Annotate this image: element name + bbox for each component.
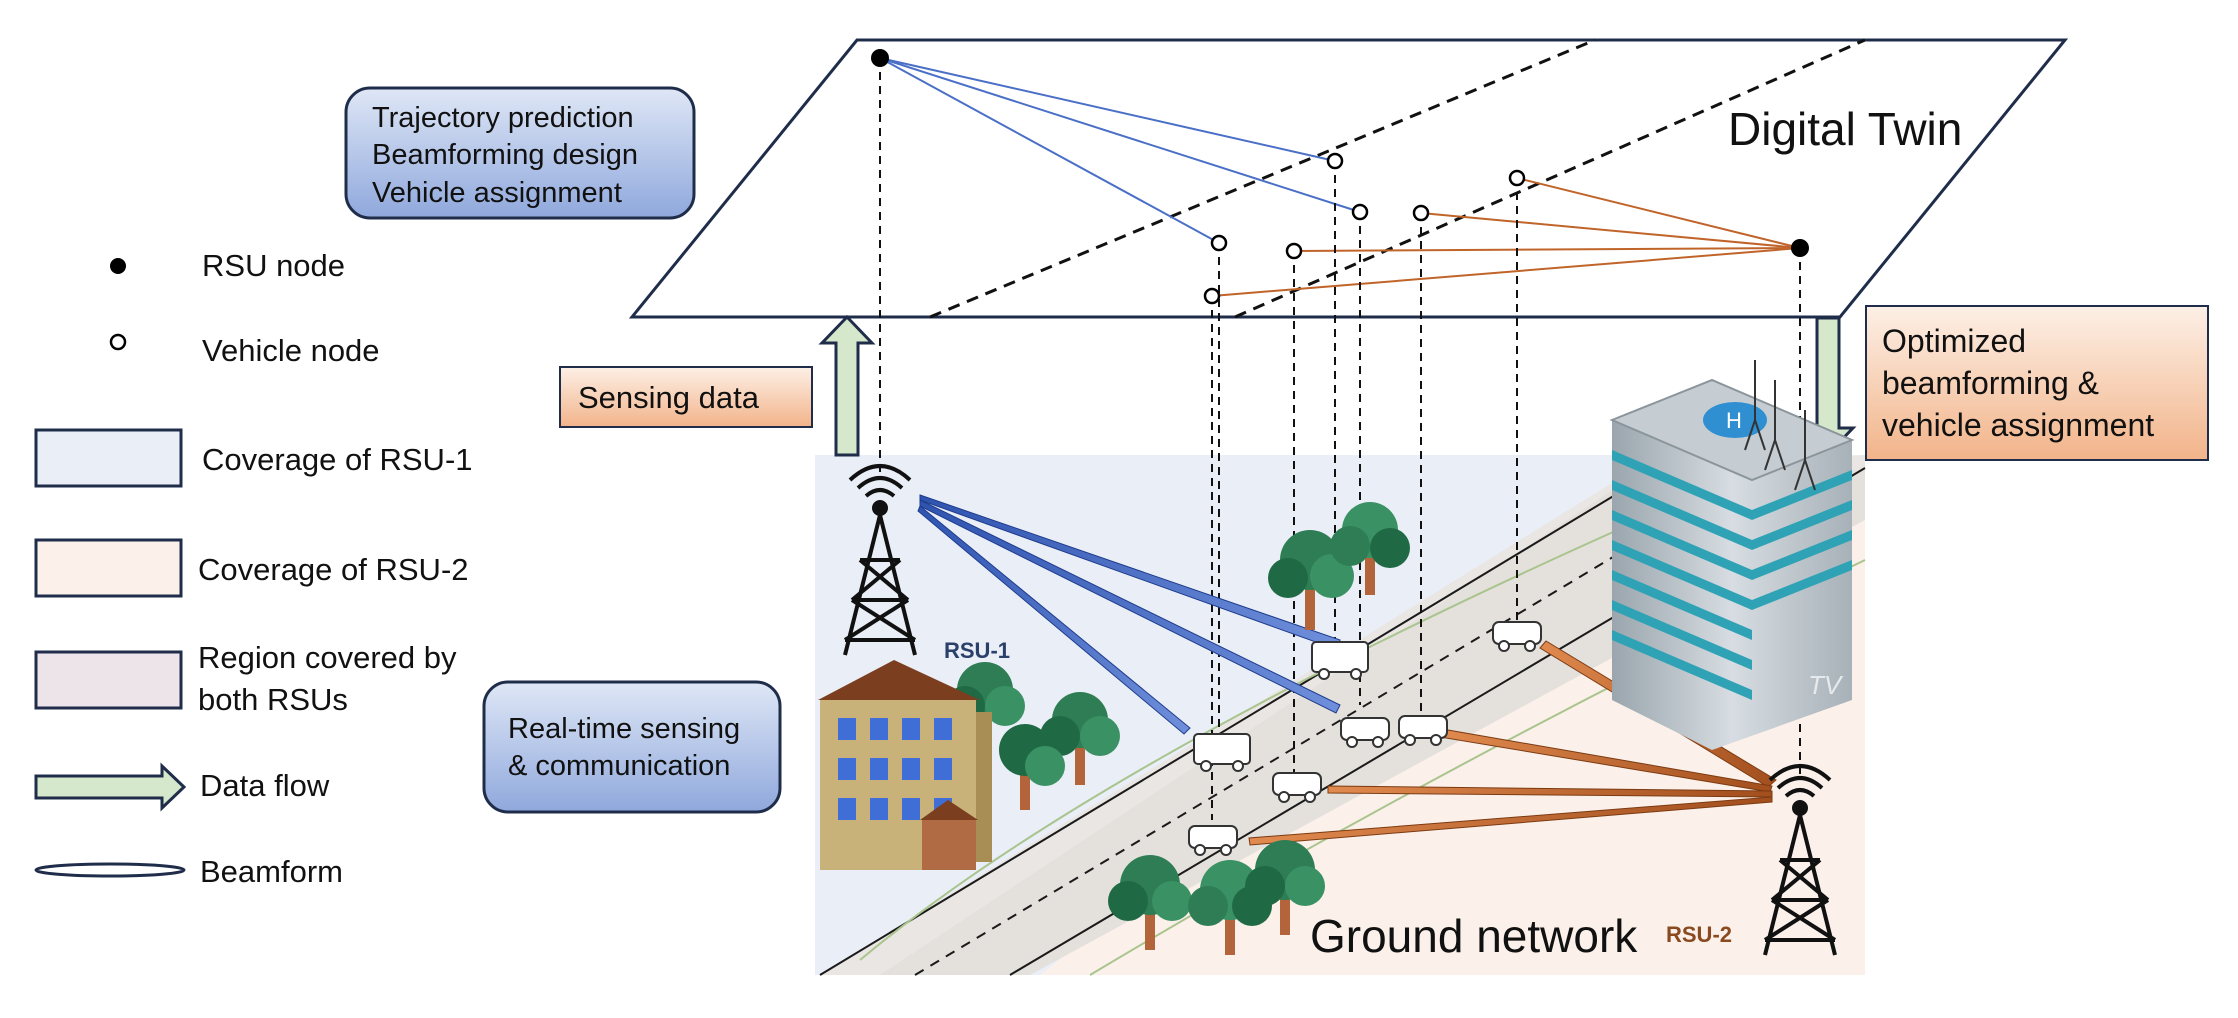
tree-icon <box>1330 502 1410 595</box>
vehicle-node <box>1351 203 1369 221</box>
vehicle-node <box>1210 234 1228 252</box>
twin-tasks-box: Trajectory prediction Beamforming design… <box>344 86 696 220</box>
grass-line-left <box>859 519 1641 961</box>
rsu-node-2 <box>1791 239 1809 257</box>
residential-building-icon <box>818 660 992 870</box>
tree-icon <box>1108 855 1192 950</box>
twin-links-rsu2 <box>1211 177 1801 297</box>
legend-beamform-icon <box>34 862 186 878</box>
digital-twin-plane: Digital Twin <box>628 38 2069 820</box>
twin-lane-line-1 <box>929 38 1596 319</box>
realtime-line-1: Real-time sensing <box>508 713 740 745</box>
rsu1-label: RSU-1 <box>944 638 1010 663</box>
rsu2-label: RSU-2 <box>1666 922 1732 947</box>
car-icon <box>1492 621 1542 652</box>
legend-coverage-rsu2-label: Coverage of RSU-2 <box>198 552 469 587</box>
rsu1-tower-icon <box>843 464 917 656</box>
digital-twin-title: Digital Twin <box>1728 103 1962 155</box>
tv-sign: TV <box>1808 670 1844 700</box>
beam <box>919 499 1341 714</box>
data-flow-up-arrow <box>818 314 876 457</box>
vehicle-node <box>1412 204 1430 222</box>
tree-icon <box>1245 840 1325 935</box>
legend-data-flow-label: Data flow <box>200 768 330 803</box>
task-assignment: Vehicle assignment <box>372 177 622 209</box>
optimized-line-1: Optimized <box>1882 323 2026 359</box>
twin-lane-line-2 <box>1234 38 1866 319</box>
task-beamforming: Beamforming design <box>372 139 638 171</box>
vehicle-node <box>1326 152 1344 170</box>
vehicles <box>1188 621 1542 856</box>
sensing-data-label: Sensing data <box>578 380 760 415</box>
legend-rsu-node-icon <box>110 258 126 274</box>
tree-icon <box>999 724 1065 810</box>
legend-coverage-rsu1-swatch <box>34 428 183 488</box>
beam <box>1327 785 1773 798</box>
vehicle-node <box>1285 242 1303 260</box>
rsu2-tower-icon <box>1763 764 1837 956</box>
road-edge-left <box>819 479 1641 976</box>
beam <box>917 505 1191 735</box>
optimized-line-2: beamforming & <box>1882 365 2099 401</box>
sensing-data-flow: Sensing data <box>559 314 876 457</box>
legend-both-swatch <box>34 650 183 710</box>
legend-both-label-2: both RSUs <box>198 682 348 717</box>
optimized-line-3: vehicle assignment <box>1882 407 2154 443</box>
twin-links-rsu1 <box>879 57 1361 244</box>
legend-beamform-label: Beamform <box>200 854 343 889</box>
car-icon <box>1188 825 1238 856</box>
car-icon <box>1398 715 1448 746</box>
car-icon <box>1340 717 1390 748</box>
beams-rsu1 <box>917 494 1341 735</box>
twin-plane-outline <box>628 38 2069 319</box>
road-center-line <box>914 474 1751 976</box>
vehicle-nodes <box>1203 152 1526 305</box>
legend-coverage-rsu1-label: Coverage of RSU-1 <box>202 442 473 477</box>
legend: RSU node Vehicle node Coverage of RSU-1 … <box>34 248 473 889</box>
rsu-node-1 <box>871 49 889 67</box>
beam <box>1248 796 1773 846</box>
legend-vehicle-node-icon <box>109 333 127 351</box>
truck-icon <box>1311 641 1369 680</box>
tv-tower-building-icon: H TV <box>1609 360 1855 750</box>
vehicle-node <box>1203 287 1221 305</box>
legend-rsu-node-label: RSU node <box>202 248 345 283</box>
realtime-line-2: & communication <box>508 750 730 782</box>
tree-group <box>945 502 1410 955</box>
vehicle-node <box>1508 169 1526 187</box>
realtime-box: Real-time sensing & communication <box>482 680 782 814</box>
tree-icon <box>1268 530 1354 630</box>
legend-coverage-rsu2-swatch <box>34 538 183 598</box>
legend-both-label-1: Region covered by <box>198 640 457 675</box>
legend-vehicle-node-label: Vehicle node <box>202 333 380 368</box>
svg-text:H: H <box>1726 408 1742 433</box>
optimized-flow: Optimized beamforming & vehicle assignme… <box>1799 305 2209 461</box>
car-icon <box>1272 772 1322 803</box>
truck-icon <box>1193 733 1251 772</box>
task-trajectory: Trajectory prediction <box>372 102 634 134</box>
legend-data-flow-arrow <box>34 762 187 812</box>
ground-network-title: Ground network <box>1310 910 1638 962</box>
